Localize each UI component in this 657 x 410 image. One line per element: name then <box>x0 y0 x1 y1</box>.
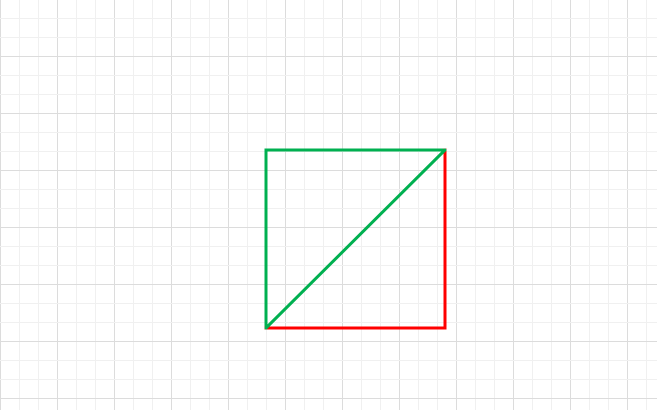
square-diagonal[interactable] <box>264 148 447 330</box>
diagram-shapes[interactable] <box>264 148 447 330</box>
